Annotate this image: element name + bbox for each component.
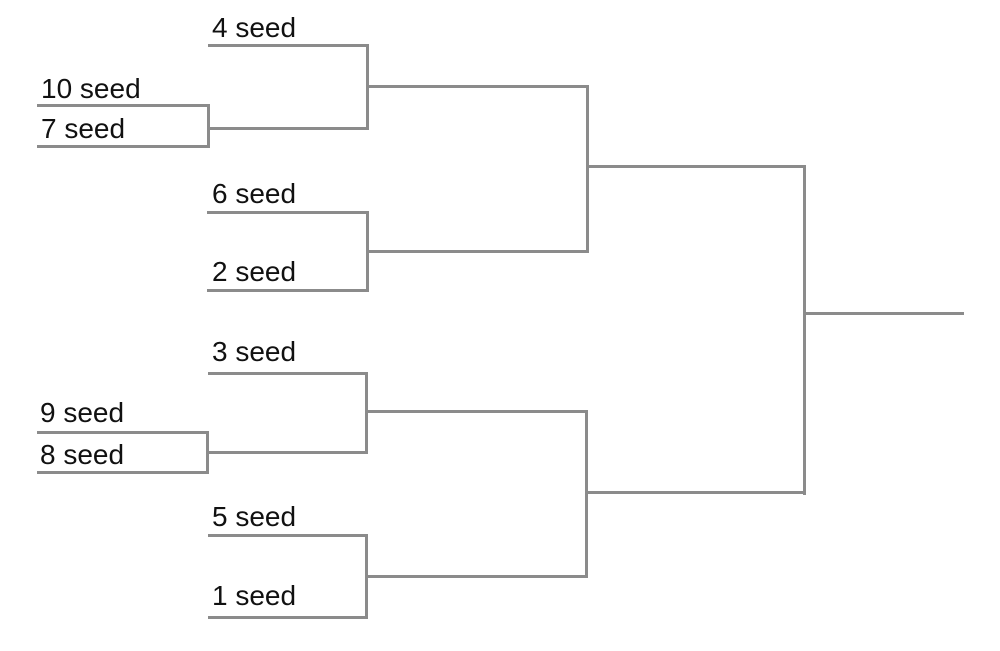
seed-label-2: 2 seed xyxy=(212,256,297,287)
underline-1-seed xyxy=(208,616,368,619)
seed-label-7: 7 seed xyxy=(41,113,126,144)
qf3-advance-line xyxy=(365,410,588,413)
seed-label-4: 4 seed xyxy=(212,12,297,43)
qf4-advance-line xyxy=(365,575,588,578)
seed-label-3: 3 seed xyxy=(212,336,297,367)
underline-8-seed xyxy=(37,471,209,474)
playin-top-connector xyxy=(207,104,210,148)
seed-label-10: 10 seed xyxy=(41,73,141,104)
qf1-advance-line xyxy=(366,85,589,88)
underline-9-seed xyxy=(37,431,209,434)
final-connector xyxy=(803,165,806,495)
semifinal-bottom-advance-line xyxy=(585,491,806,494)
underline-10-seed xyxy=(37,104,210,107)
seed-label-1: 1 seed xyxy=(212,580,297,611)
underline-7-seed xyxy=(37,145,210,148)
underline-5-seed xyxy=(208,534,368,537)
champion-line xyxy=(803,312,964,315)
semifinal-top-advance-line xyxy=(586,165,806,168)
semifinal-top-connector xyxy=(586,85,589,253)
qf3-connector xyxy=(365,372,368,454)
qf2-advance-line xyxy=(366,250,589,253)
seed-label-9: 9 seed xyxy=(40,397,125,428)
semifinal-bottom-connector xyxy=(585,410,588,578)
seed-label-6: 6 seed xyxy=(212,178,297,209)
underline-3-seed xyxy=(208,372,368,375)
playin-bottom-advance-line xyxy=(206,451,368,454)
seed-label-5: 5 seed xyxy=(212,501,297,532)
underline-4-seed xyxy=(208,44,369,47)
underline-2-seed xyxy=(207,289,369,292)
playin-top-advance-line xyxy=(207,127,368,130)
seed-label-8: 8 seed xyxy=(40,439,125,470)
underline-6-seed xyxy=(207,211,369,214)
